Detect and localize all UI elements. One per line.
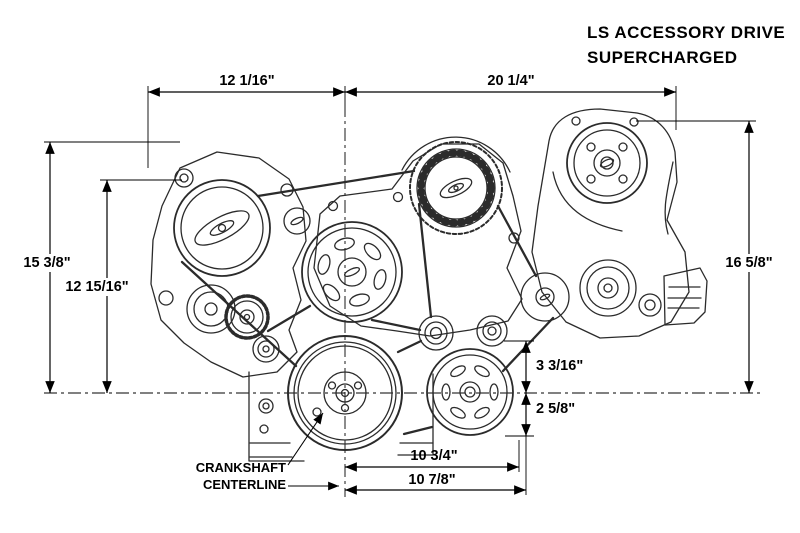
crankshaft-label-line-1: CRANKSHAFT [195, 460, 286, 475]
left-bracket [150, 151, 307, 378]
idler-pulley-mid [418, 315, 508, 351]
water-pump-pulley [301, 221, 403, 323]
tensioner-gear [186, 284, 280, 363]
small-idler-top [283, 207, 311, 235]
lower-right-pulley [426, 348, 514, 436]
center-bracket [313, 143, 523, 337]
title-line-2: SUPERCHARGED [587, 47, 738, 67]
crankshaft-centerline-label: CRANKSHAFT CENTERLINE [160, 460, 286, 494]
dim-label-top-right-width: 20 1/4" [487, 73, 535, 89]
right-bracket [531, 108, 690, 339]
leader-to-crank-center [287, 412, 324, 466]
centerlines [44, 104, 760, 497]
supercharger-pulley [401, 136, 511, 235]
dim-label-bottom-outer-width: 10 7/8" [408, 472, 456, 488]
idler-pulley-top-right [566, 122, 648, 204]
dim-label-idler-to-centerline: 3 3/16" [536, 358, 584, 374]
title-line-1: LS ACCESSORY DRIVE [587, 23, 786, 42]
serpentine-belt [180, 169, 555, 436]
drawing-title: LS ACCESSORY DRIVE SUPERCHARGED [587, 21, 785, 70]
leader-arrows [287, 412, 339, 491]
water-outlet-housing [663, 267, 708, 326]
dim-label-left-inner-height: 12 15/16" [62, 278, 132, 296]
dim-label-bottom-inner-width: 10 3/4" [410, 448, 458, 464]
extension-lines [44, 86, 756, 495]
crankshaft-pulley [287, 335, 403, 451]
dim-label-centerline-to-pulley-bottom: 2 5/8" [536, 401, 576, 417]
dim-label-top-left-width: 12 1/16" [219, 73, 275, 89]
crankshaft-label-line-2: CENTERLINE [202, 476, 286, 492]
engine-block-bottom [248, 371, 434, 462]
dim-label-right-height: 16 5/8" [722, 254, 776, 272]
idler-pulley-right [520, 272, 570, 322]
engine-drawing [150, 108, 708, 462]
tensioner-pulley [579, 259, 662, 317]
dimension-lines [45, 87, 754, 495]
alternator-pulley [173, 179, 271, 277]
dim-label-left-outer-height: 15 3/8" [20, 254, 74, 272]
